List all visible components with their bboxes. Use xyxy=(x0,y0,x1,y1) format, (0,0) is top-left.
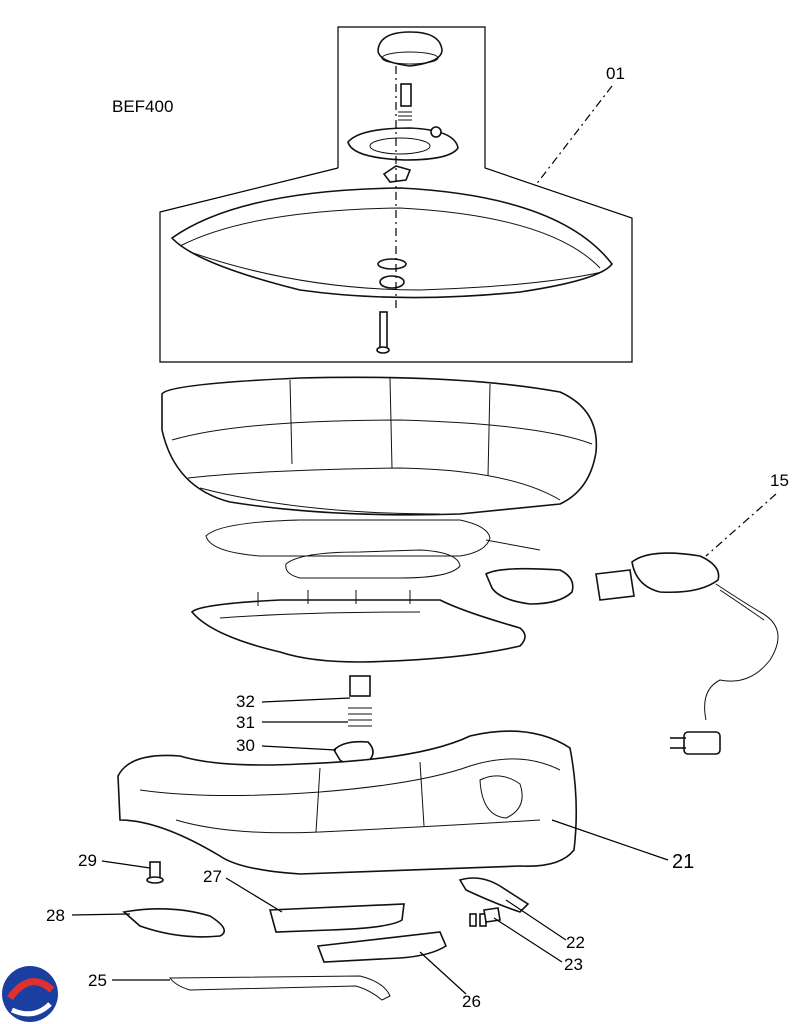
lid-assembly xyxy=(159,26,633,363)
callout-28: 28 xyxy=(46,906,65,925)
model-label: BEF400 xyxy=(112,97,173,116)
leader-23 xyxy=(493,917,563,963)
callout-27: 27 xyxy=(203,867,222,886)
leader-01 xyxy=(534,85,613,187)
corner-logo xyxy=(2,966,58,1022)
callout-15: 15 xyxy=(770,471,789,490)
heat-plate xyxy=(190,590,526,663)
power-cord xyxy=(595,552,779,755)
foot-spring-assembly xyxy=(332,675,374,766)
leader-30 xyxy=(261,745,337,751)
leader-26 xyxy=(419,951,467,995)
leader-22 xyxy=(505,899,567,941)
cooking-pan xyxy=(161,376,598,516)
handle-25 xyxy=(169,975,391,1001)
callout-32: 32 xyxy=(236,692,255,711)
screw-29 xyxy=(146,861,164,884)
leader-29 xyxy=(101,860,151,869)
callout-26: 26 xyxy=(462,992,481,1011)
callout-29: 29 xyxy=(78,851,97,870)
foot-27 xyxy=(268,903,405,933)
callout-22: 22 xyxy=(566,933,585,952)
leader-28 xyxy=(71,913,131,916)
base-housing xyxy=(117,730,578,875)
rail-26 xyxy=(316,931,448,963)
callout-21: 21 xyxy=(672,851,694,873)
leader-32 xyxy=(261,697,351,703)
leader-15 xyxy=(705,493,777,557)
callout-23: 23 xyxy=(564,955,583,974)
switch-22 xyxy=(458,877,530,913)
heating-element xyxy=(205,519,541,579)
callout-01: 01 xyxy=(606,64,625,83)
callout-30: 30 xyxy=(236,736,255,755)
leader-27 xyxy=(225,877,283,913)
screws-23 xyxy=(469,907,501,927)
leader-21 xyxy=(551,819,669,861)
plate-28 xyxy=(122,908,226,938)
callout-25: 25 xyxy=(88,971,107,990)
thermostat-bracket xyxy=(484,567,574,605)
callout-31: 31 xyxy=(236,713,255,732)
